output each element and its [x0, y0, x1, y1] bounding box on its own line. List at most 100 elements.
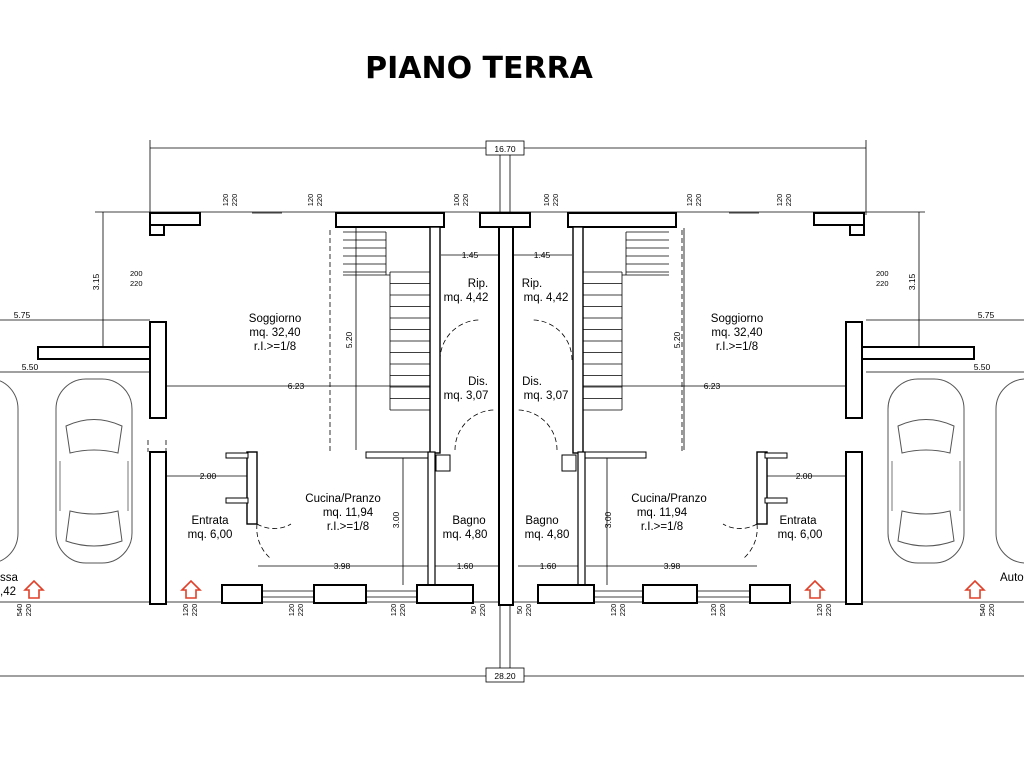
window-code: 540	[15, 604, 24, 617]
window-code: 220	[315, 194, 324, 207]
dim-bath-width-left: 1.60	[457, 561, 474, 571]
room-rip-left: Rip. mq. 4,42	[444, 278, 489, 304]
dim-total-bottom: 28.20	[494, 671, 516, 681]
room-rip-right: Rip. mq. 4,42	[522, 278, 569, 304]
room-cucina-left: Cucina/Pranzo mq. 11,94 r.I.>=1/8	[305, 493, 380, 533]
dim-living-width-left: 6.23	[288, 381, 305, 391]
room-ri: r.I.>=1/8	[254, 341, 296, 353]
window-code: 220	[190, 604, 199, 617]
dim-bath-width-right: 1.60	[540, 561, 557, 571]
entrance-arrows	[23, 579, 986, 599]
staircase	[343, 231, 669, 411]
window-code: 120	[287, 604, 296, 617]
window-code: 200	[130, 269, 143, 278]
room-name: Entrata	[191, 515, 229, 527]
arrow-up-icon	[804, 579, 826, 599]
arrow-up-icon	[180, 579, 202, 599]
window-code: 220	[461, 194, 470, 207]
window-code: 220	[296, 604, 305, 617]
window-code: 220	[694, 194, 703, 207]
edge-label-left-area: ,42	[0, 586, 16, 598]
car-icon	[887, 378, 965, 564]
room-area: mq. 3,07	[444, 390, 489, 402]
dimension-lines	[0, 140, 1024, 683]
dim-left-vertical: 3.15	[91, 273, 101, 290]
window-code: 220	[524, 604, 533, 617]
window-code: 120	[221, 194, 230, 207]
window-code: 100	[542, 194, 551, 207]
window-code: 200	[876, 269, 889, 278]
room-dis-right: Dis. mq. 3,07	[522, 376, 568, 402]
dim-kitchen-width-left: 3.98	[334, 561, 351, 571]
dim-entrance-width-right: 2.00	[796, 471, 813, 481]
room-area: mq. 32,40	[249, 327, 300, 339]
room-name: Soggiorno	[249, 313, 301, 325]
dim-kitchen-height-left: 3.00	[391, 511, 401, 528]
window-code: 220	[398, 604, 407, 617]
room-area: mq. 6,00	[188, 529, 233, 541]
dim-kitchen-width-right: 3.98	[664, 561, 681, 571]
window-code: 100	[452, 194, 461, 207]
room-name: Rip.	[468, 278, 488, 290]
room-area: mq. 6,00	[778, 529, 823, 541]
window-code: 120	[609, 604, 618, 617]
room-cucina-right: Cucina/Pranzo mq. 11,94 r.I.>=1/8	[631, 493, 706, 533]
room-name: Cucina/Pranzo	[631, 493, 706, 505]
arrow-up-icon	[23, 579, 45, 599]
plan-title: PIANO TERRA	[365, 51, 594, 86]
window-code: 220	[618, 604, 627, 617]
room-ri: r.I.>=1/8	[641, 521, 683, 533]
room-name: Soggiorno	[711, 313, 763, 325]
room-area: mq. 11,94	[323, 507, 374, 519]
window-code: 120	[775, 194, 784, 207]
room-name: Dis.	[468, 376, 488, 388]
room-ri: r.I.>=1/8	[716, 341, 758, 353]
dim-total-top: 16.70	[494, 144, 516, 154]
room-name: Entrata	[779, 515, 817, 527]
window-code: 220	[130, 279, 143, 288]
room-bagno-left: Bagno mq. 4,80	[443, 515, 488, 541]
window-code: 220	[876, 279, 889, 288]
window-code: 220	[987, 604, 996, 617]
room-name: Dis.	[522, 376, 542, 388]
room-name: Rip.	[522, 278, 542, 290]
room-area: mq. 4,80	[443, 529, 488, 541]
window-code: 120	[389, 604, 398, 617]
dim-left-outer-a: 5.75	[14, 310, 31, 320]
room-area: mq. 4,42	[524, 292, 569, 304]
dim-kitchen-height-right: 3.00	[603, 511, 613, 528]
window-code: 540	[978, 604, 987, 617]
dim-stair-width-left: 1.45	[462, 250, 479, 260]
room-area: mq. 32,40	[711, 327, 762, 339]
parked-cars	[0, 378, 1024, 564]
arrow-up-icon	[964, 579, 986, 599]
room-name: Bagno	[525, 515, 558, 527]
room-ri: r.I.>=1/8	[327, 521, 369, 533]
window-code: 220	[230, 194, 239, 207]
window-code: 120	[181, 604, 190, 617]
edge-label-left-name: ssa	[0, 572, 19, 584]
dim-stair-width-right: 1.45	[534, 250, 551, 260]
dim-stair-height-left: 5.20	[344, 331, 354, 348]
room-name: Cucina/Pranzo	[305, 493, 380, 505]
window-code: 220	[784, 194, 793, 207]
car-icon	[0, 380, 19, 562]
dim-living-width-right: 6.23	[704, 381, 721, 391]
room-dis-left: Dis. mq. 3,07	[444, 376, 489, 402]
window-code: 50	[515, 606, 524, 614]
room-entrata-left: Entrata mq. 6,00	[188, 515, 233, 541]
car-icon	[55, 378, 133, 564]
window-code: 120	[306, 194, 315, 207]
room-area: mq. 4,80	[525, 529, 570, 541]
edge-label-right-name: Auto	[1000, 572, 1024, 584]
window-code: 120	[709, 604, 718, 617]
room-bagno-right: Bagno mq. 4,80	[525, 515, 570, 541]
dim-stair-height-right: 5.20	[672, 331, 682, 348]
room-name: Bagno	[452, 515, 485, 527]
window-code: 50	[469, 606, 478, 614]
dim-right-outer-a: 5.75	[978, 310, 995, 320]
window-code: 120	[685, 194, 694, 207]
room-soggiorno-right: Soggiorno mq. 32,40 r.I.>=1/8	[711, 313, 763, 353]
